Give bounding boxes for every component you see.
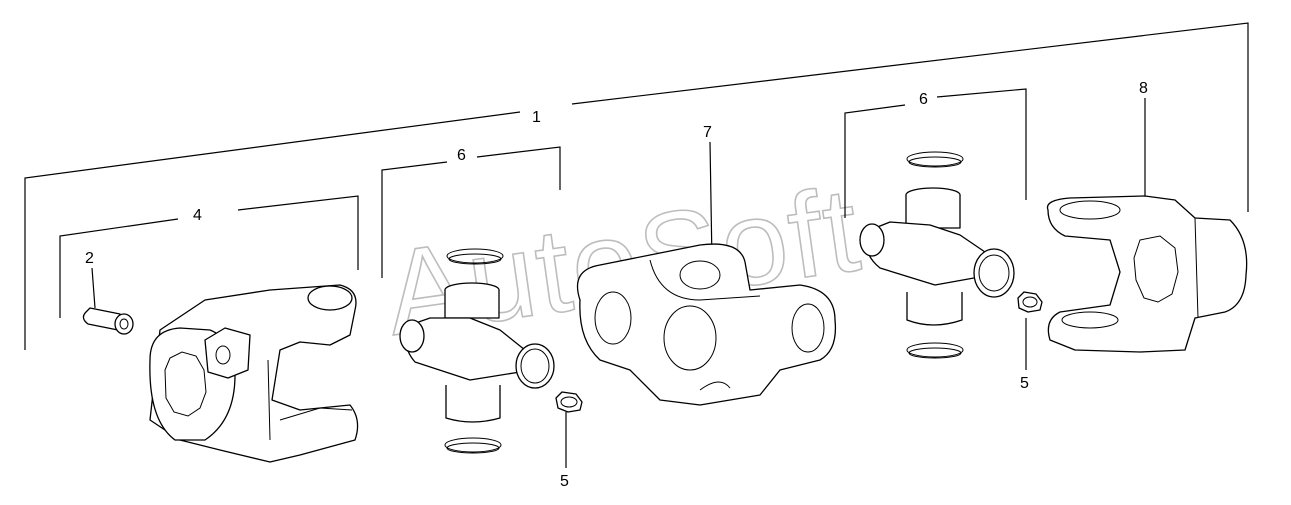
callout-7: 7 [703, 124, 712, 141]
center-yoke-part [576, 243, 837, 406]
callout-6-right: 6 [919, 91, 928, 108]
grease-fitting-right-part [1017, 291, 1043, 313]
bolt-part [82, 307, 134, 335]
callout-2: 2 [85, 250, 94, 267]
callout-6-left: 6 [457, 147, 466, 164]
callout-5-right: 5 [1020, 375, 1029, 392]
cross-kit-left-part [399, 248, 555, 454]
cross-kit-right-part [859, 151, 1015, 359]
grease-fitting-left-part [555, 391, 583, 413]
callout-4: 4 [193, 207, 202, 224]
callout-8: 8 [1139, 80, 1148, 97]
yoke-right-part [1046, 195, 1248, 353]
bracket-cross-kit-right [844, 88, 1027, 218]
bracket-assembly [24, 22, 1249, 350]
bracket-cross-kit-left [381, 146, 561, 278]
callout-1: 1 [532, 109, 541, 126]
yoke-left-part [149, 284, 359, 463]
callout-5-left: 5 [560, 473, 569, 490]
bracket-yoke-left [59, 195, 359, 318]
